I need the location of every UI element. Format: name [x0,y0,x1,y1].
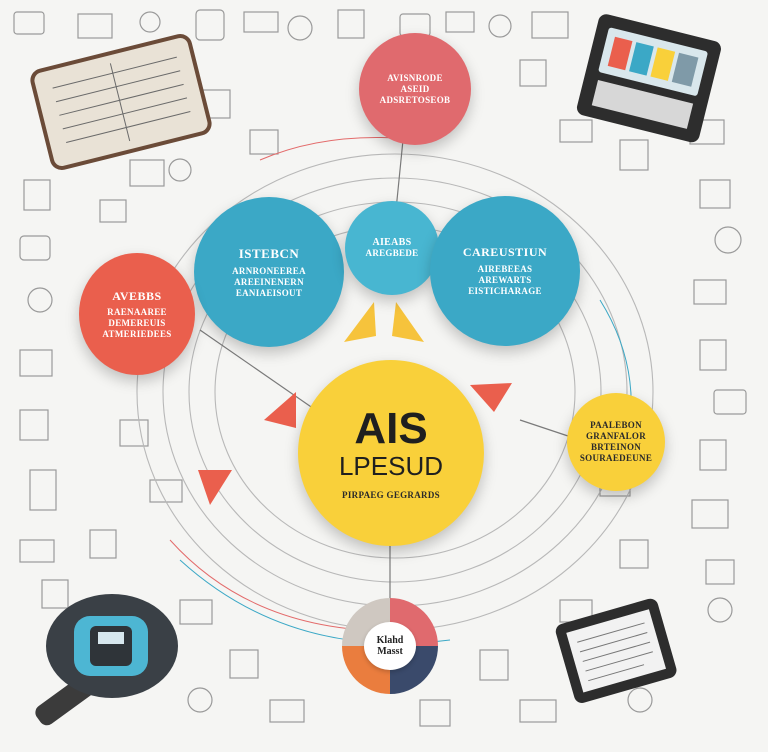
connector-lines [199,139,581,600]
yellow-right-line3: BRTEINON [590,442,642,452]
main-title: AIS [354,403,428,453]
top-pink-bubble: AVISNRODE ASEID ADSRETOSEOB [359,33,471,145]
orbit-rings [136,153,654,631]
teal-center-line1: AIEABS [372,237,412,248]
top-pink-line2: ASEID [400,83,430,94]
pointer-triangle-right [470,383,512,412]
pointer-triangle-left [264,392,296,428]
teal-center-bubble: AIEABS AREGBEDE [345,201,439,295]
yellow-right-bubble: PAALEBON GRANFALOR BRTEINON SOURAEDEUNE [567,393,665,491]
top-pink-line1: AVISNRODE [387,72,443,83]
yellow-right-line1: PAALEBON [590,420,642,430]
coral-left-bubble: AVEBBS RAENAAREE DEMEREUIS ATMERIEDEES [79,253,195,375]
pointer-triangle-low [198,470,232,505]
teal-left-line2: ARNRONEEREA [232,265,306,276]
main-yellow-bubble: AIS LPESUD PIRPAEG GEGRARDS [298,360,484,546]
coral-left-line4: ATMERIEDEES [102,328,172,339]
bottom-ring-line1: Klahd [376,635,404,646]
teal-right-bubble: CAREUSTIUN AIREBEEAS AREWARTS EISTICHARA… [430,196,580,346]
teal-left-bubble: ISTEBCN ARNRONEEREA AREEINENERN EANIAEIS… [194,197,344,347]
sketch-icons [13,9,747,727]
teal-right-line3: AREWARTS [478,275,532,285]
teal-left-line3: AREEINENERN [234,276,304,287]
coral-left-title: AVEBBS [112,288,162,303]
bottom-ring-center: Klahd Masst [364,622,416,670]
main-caption: PIRPAEG GEGRARDS [342,489,440,500]
coral-left-line3: DEMEREUIS [108,317,166,328]
tablet-illustration [555,598,677,703]
coral-left-line2: RAENAAREE [107,306,167,317]
top-pink-line3: ADSRETOSEOB [379,94,451,105]
bottom-ring-line2: Masst [377,646,403,657]
yellow-right-line2: GRANFALOR [585,431,647,441]
device-illustration [576,14,721,143]
yellow-right-line4: SOURAEDEUNE [579,453,653,463]
teal-right-title: CAREUSTIUN [462,245,548,259]
teal-right-line4: EISTICHARAGE [468,286,542,296]
teal-left-line4: EANIAEISOUT [235,287,303,298]
gadget-illustration [35,594,178,726]
yellow-petal-left [344,302,376,342]
main-subtitle: LPESUD [338,450,444,481]
teal-center-line2: AREGBEDE [365,248,419,258]
yellow-petal-right [392,302,424,342]
teal-left-title: ISTEBCN [238,245,300,261]
bottom-ring-segments [342,598,438,694]
notebook-illustration [30,34,212,170]
teal-right-line2: AIREBEEAS [477,264,533,274]
